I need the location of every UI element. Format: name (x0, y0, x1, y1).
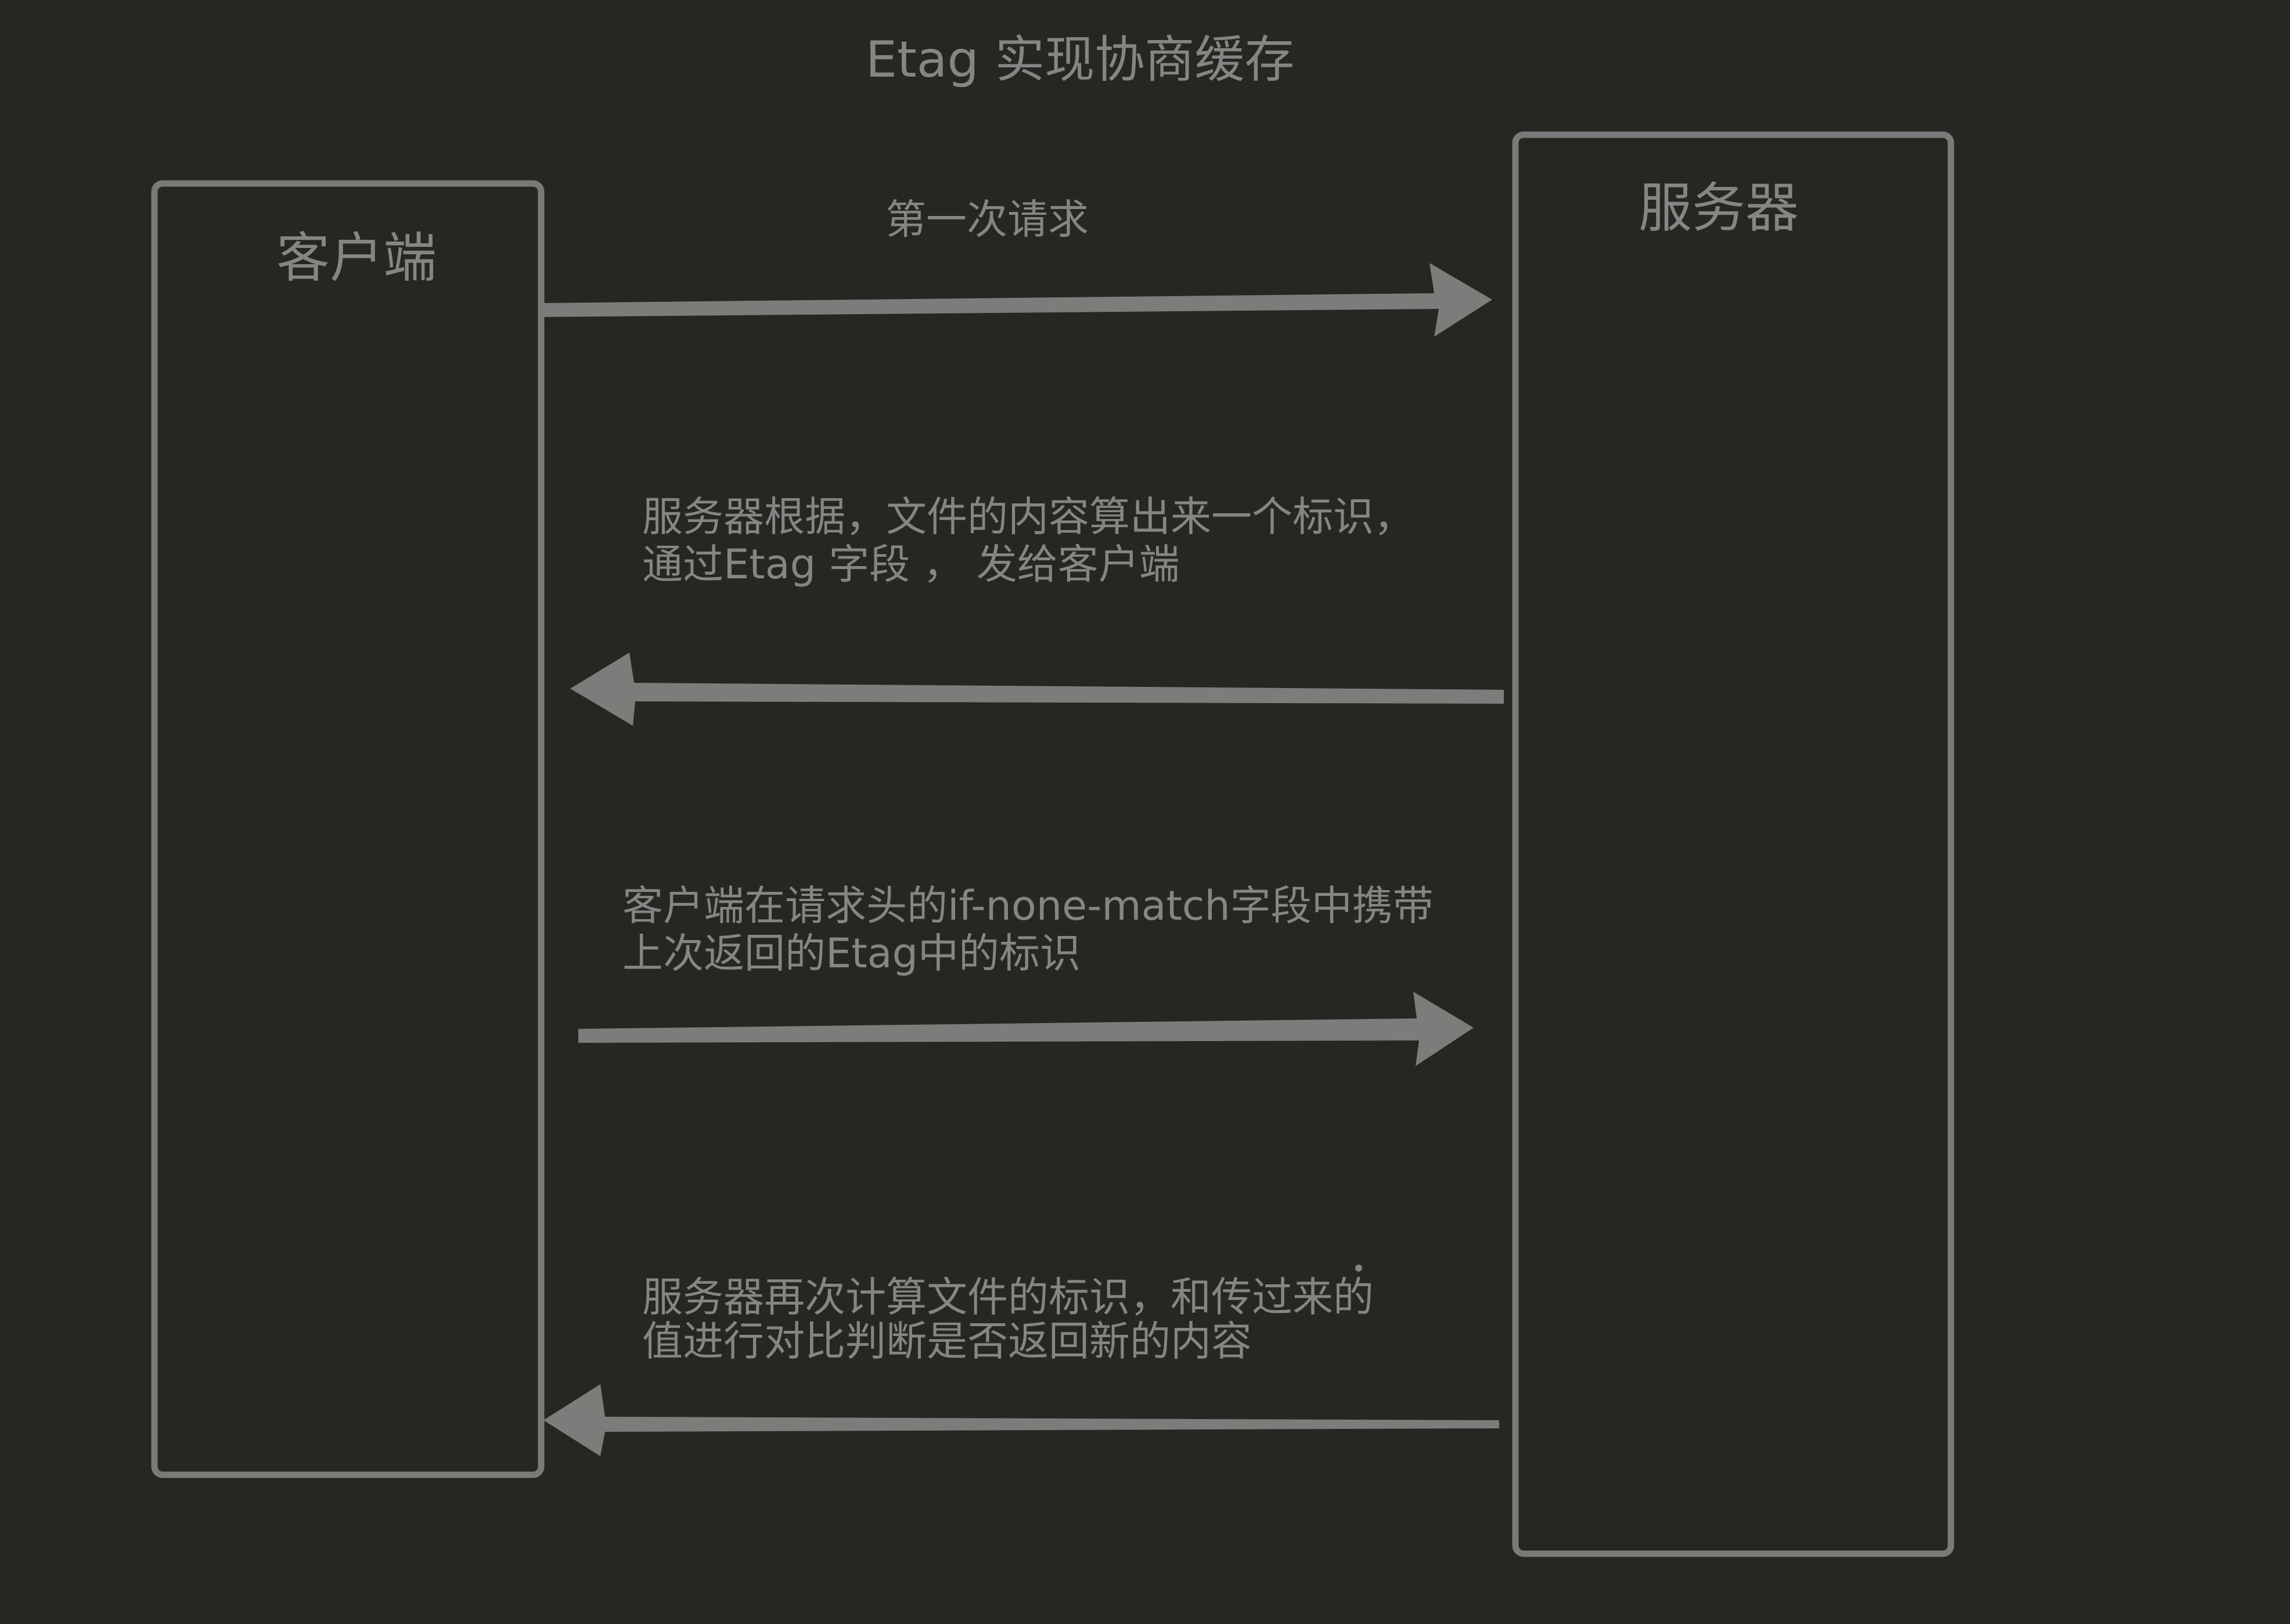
step-2-label-line-2: 通过Etag 字段 ， 发给客户端 (642, 541, 1180, 588)
step-3-label-line-1: 客户端在请求头的if-none-match字段中携带 (622, 882, 1434, 930)
request-arrow-1 (543, 263, 1492, 337)
step-1-label: 第一次请求 (885, 196, 1089, 243)
response-arrow-1 (570, 653, 1504, 726)
client-label: 客户端 (276, 227, 437, 289)
diagram-title: Etag 实现协商缓存 (866, 31, 1295, 89)
response-arrow-2 (543, 1384, 1499, 1456)
client-box (151, 180, 545, 1478)
stray-dot (1355, 1265, 1362, 1272)
step-2-label-line-1: 服务器根据，文件的内容算出来一个标识， (642, 493, 1414, 541)
server-label: 服务器 (1639, 177, 1799, 239)
step-4-label-line-1: 服务器再次计算文件的标识，和传过来的 (642, 1273, 1374, 1321)
step-3-label-line-2: 上次返回的Etag中的标识 (622, 930, 1081, 977)
step-4-label-line-2: 值进行对比判断是否返回新的内容 (642, 1317, 1252, 1365)
server-box (1512, 131, 1954, 1557)
request-arrow-2 (578, 992, 1474, 1066)
